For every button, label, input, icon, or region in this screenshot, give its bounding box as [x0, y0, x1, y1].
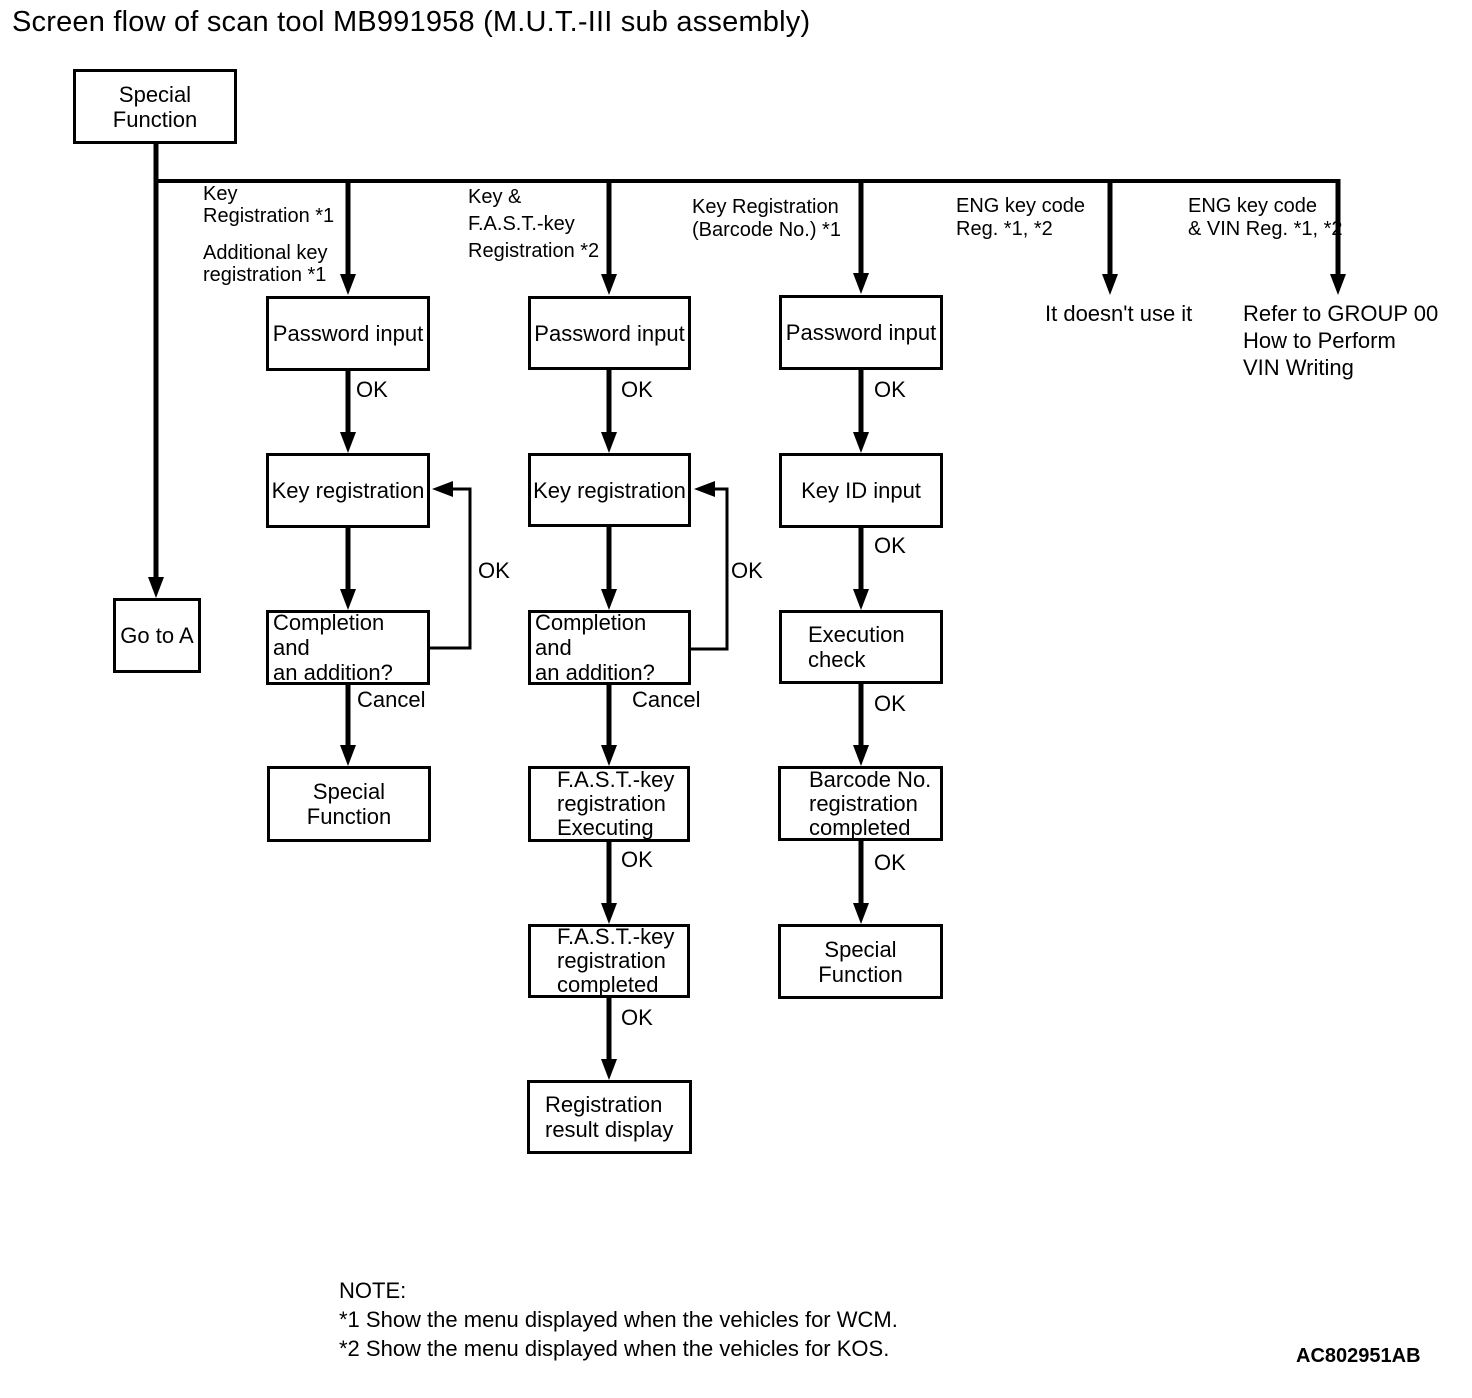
arrow-c1-completion-to-special — [340, 685, 356, 766]
branch-label-eng-key-code: ENG key code Reg. *1, *2 — [956, 195, 1085, 240]
node-special-function-start: Special Function — [73, 69, 237, 144]
branch-label-key-fast: Key & F.A.S.T.-key Registration *2 — [468, 186, 600, 262]
note-heading: NOTE: — [339, 1278, 407, 1303]
arrow-c1-keyreg-to-completion — [340, 528, 356, 610]
edge-label-ok: OK — [874, 850, 906, 875]
arrow-branch-col5 — [1330, 179, 1346, 295]
node-c3-execution-check: Execution check — [779, 610, 943, 684]
note-block: NOTE: *1 Show the menu displayed when th… — [339, 1276, 898, 1363]
loop-c2-completion-to-keyreg — [691, 481, 729, 651]
node-c2-password-input: Password input — [528, 296, 691, 370]
arrow-c3-barcode-to-special — [853, 841, 869, 924]
edge-label-ok-loop: OK — [731, 558, 763, 583]
node-c3-key-id-input: Key ID input — [779, 453, 943, 528]
diagram-title: Screen flow of scan tool MB991958 (M.U.T… — [12, 6, 811, 38]
node-c3-barcode-completed: Barcode No. registration completed — [778, 766, 943, 841]
arrow-c3-keyid-to-execcheck — [853, 528, 869, 610]
arrow-branch-col4 — [1102, 179, 1118, 295]
arrow-branch-col2 — [601, 179, 617, 295]
edge-label-ok: OK — [874, 691, 906, 716]
arrow-c2-password-to-keyreg — [601, 370, 617, 453]
branch-label-key-registration: Key Registration *1 — [203, 183, 335, 227]
terminal-not-used: It doesn't use it — [1045, 301, 1193, 326]
arrow-branch-col1 — [340, 179, 356, 295]
arrow-start-to-goto-a — [148, 144, 164, 598]
edge-label-ok-loop: OK — [478, 558, 510, 583]
edge-label-ok: OK — [621, 1005, 653, 1030]
node-c2-key-registration: Key registration — [528, 453, 691, 527]
arrow-c2-fastdone-to-result — [601, 998, 617, 1080]
arrow-c3-execcheck-to-barcode — [853, 684, 869, 766]
branch-label-additional-key: Additional key registration *1 — [203, 242, 328, 286]
edge-label-ok: OK — [356, 377, 388, 402]
edge-label-cancel: Cancel — [357, 687, 426, 712]
node-c3-password-input: Password input — [779, 295, 943, 370]
terminal-refer-vin-writing: Refer to GROUP 00 How to Perform VIN Wri… — [1243, 301, 1439, 380]
node-c2-fast-key-completed: F.A.S.T.-key registration completed — [528, 924, 690, 998]
arrow-c2-fastexec-to-fastdone — [601, 842, 617, 924]
note-line-2: *2 Show the menu displayed when the vehi… — [339, 1336, 890, 1361]
arrow-c2-completion-to-fastexec — [601, 685, 617, 766]
node-goto-a: Go to A — [113, 598, 201, 673]
node-c1-password-input: Password input — [266, 296, 430, 371]
figure-code: AC802951AB — [1296, 1345, 1421, 1367]
arrow-c3-password-to-keyid — [853, 370, 869, 453]
edge-label-cancel: Cancel — [632, 687, 701, 712]
arrow-branch-col3 — [853, 179, 869, 294]
node-c2-fast-key-executing: F.A.S.T.-key registration Executing — [528, 766, 690, 842]
arrow-c1-password-to-keyreg — [340, 371, 356, 453]
arrow-c2-keyreg-to-completion — [601, 527, 617, 610]
edge-label-ok: OK — [874, 533, 906, 558]
node-c2-registration-result: Registration result display — [527, 1080, 692, 1154]
branch-label-key-barcode: Key Registration (Barcode No.) *1 — [692, 196, 841, 241]
node-c1-key-registration: Key registration — [266, 453, 430, 528]
node-c1-completion: Completion and an addition? — [266, 610, 430, 685]
edge-label-ok: OK — [874, 377, 906, 402]
node-c1-special-function: Special Function — [267, 766, 431, 842]
node-c2-completion: Completion and an addition? — [528, 610, 691, 685]
branch-label-eng-key-vin: ENG key code & VIN Reg. *1, *2 — [1188, 195, 1343, 240]
note-line-1: *1 Show the menu displayed when the vehi… — [339, 1307, 898, 1332]
edge-label-ok: OK — [621, 847, 653, 872]
node-c3-special-function: Special Function — [778, 924, 943, 999]
edge-label-ok: OK — [621, 377, 653, 402]
loop-c1-completion-to-keyreg — [430, 481, 472, 650]
